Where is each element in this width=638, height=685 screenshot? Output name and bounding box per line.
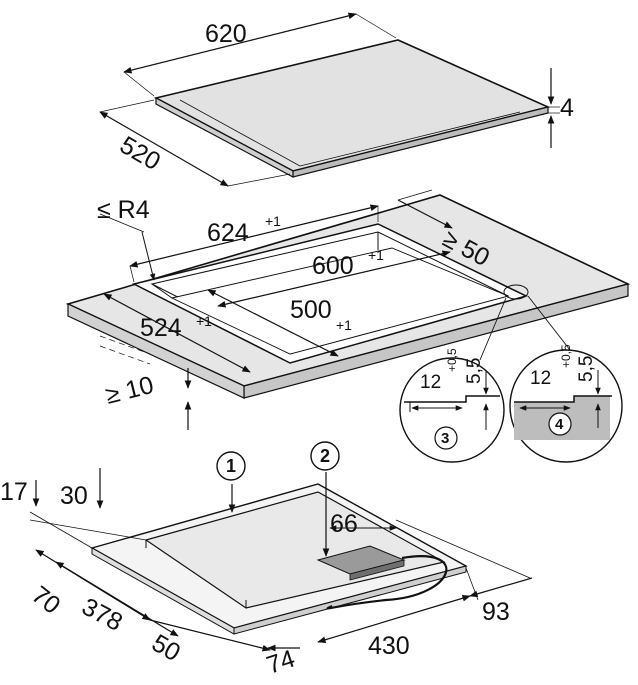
cutout-depth-label: 500 <box>290 296 332 324</box>
detail-4-badge <box>548 412 572 436</box>
detail-4 <box>509 349 623 463</box>
corner-radius-label: ≤ R4 <box>97 196 150 224</box>
hob-underside <box>90 483 468 635</box>
offset-378-label: 378 <box>77 593 127 637</box>
min-worktop-thickness-label: ≥ 10 <box>103 371 157 410</box>
terminal-box <box>316 545 406 581</box>
detail-3-width-tol: +0,5 <box>445 348 459 372</box>
detail-4-width: 12 <box>530 368 551 389</box>
hob-plate <box>153 39 551 178</box>
callout-1 <box>216 451 246 481</box>
hob-width-label: 620 <box>205 20 247 48</box>
cutout-width-tol: +1 <box>368 247 384 263</box>
callout-1-number: 1 <box>226 456 236 476</box>
offset-93-label: 93 <box>482 598 510 626</box>
box-width-label: 66 <box>330 510 358 538</box>
cutout-width-label: 600 <box>312 252 354 280</box>
callout-2 <box>310 441 340 471</box>
detail-3 <box>399 357 505 463</box>
cutout-dimension-lines <box>99 189 453 430</box>
cutout-depth-tol: +1 <box>336 317 352 333</box>
rebate-depth-tol: +1 <box>196 313 212 329</box>
detail-3-badge <box>434 426 458 450</box>
rebate-depth-label: 524 <box>140 314 182 342</box>
hob-dimension-lines <box>99 12 560 187</box>
offset-70-label: 70 <box>26 581 65 620</box>
offset-430-label: 430 <box>368 632 410 660</box>
detail-4-depth: 5,5 <box>576 356 597 382</box>
detail-leaders <box>479 284 571 361</box>
hob-depth-label: 520 <box>115 131 165 176</box>
height-total-label: 17 <box>0 478 28 506</box>
detail-3-width: 12 <box>420 372 441 393</box>
rebate-width-label: 624 <box>207 219 249 247</box>
callout-2-number: 2 <box>320 446 330 466</box>
underside-dimension-lines <box>29 468 533 652</box>
detail-4-number: 4 <box>555 416 564 433</box>
detail-3-depth: 5,5 <box>464 358 485 384</box>
detail-3-number: 3 <box>441 430 449 447</box>
hob-thickness-label: 4 <box>560 94 574 122</box>
height-box-label: 30 <box>60 482 88 510</box>
offset-50-label: 50 <box>147 629 185 667</box>
detail-4-width-tol: +0,5 <box>559 344 573 368</box>
rebate-width-tol: +1 <box>265 213 281 229</box>
